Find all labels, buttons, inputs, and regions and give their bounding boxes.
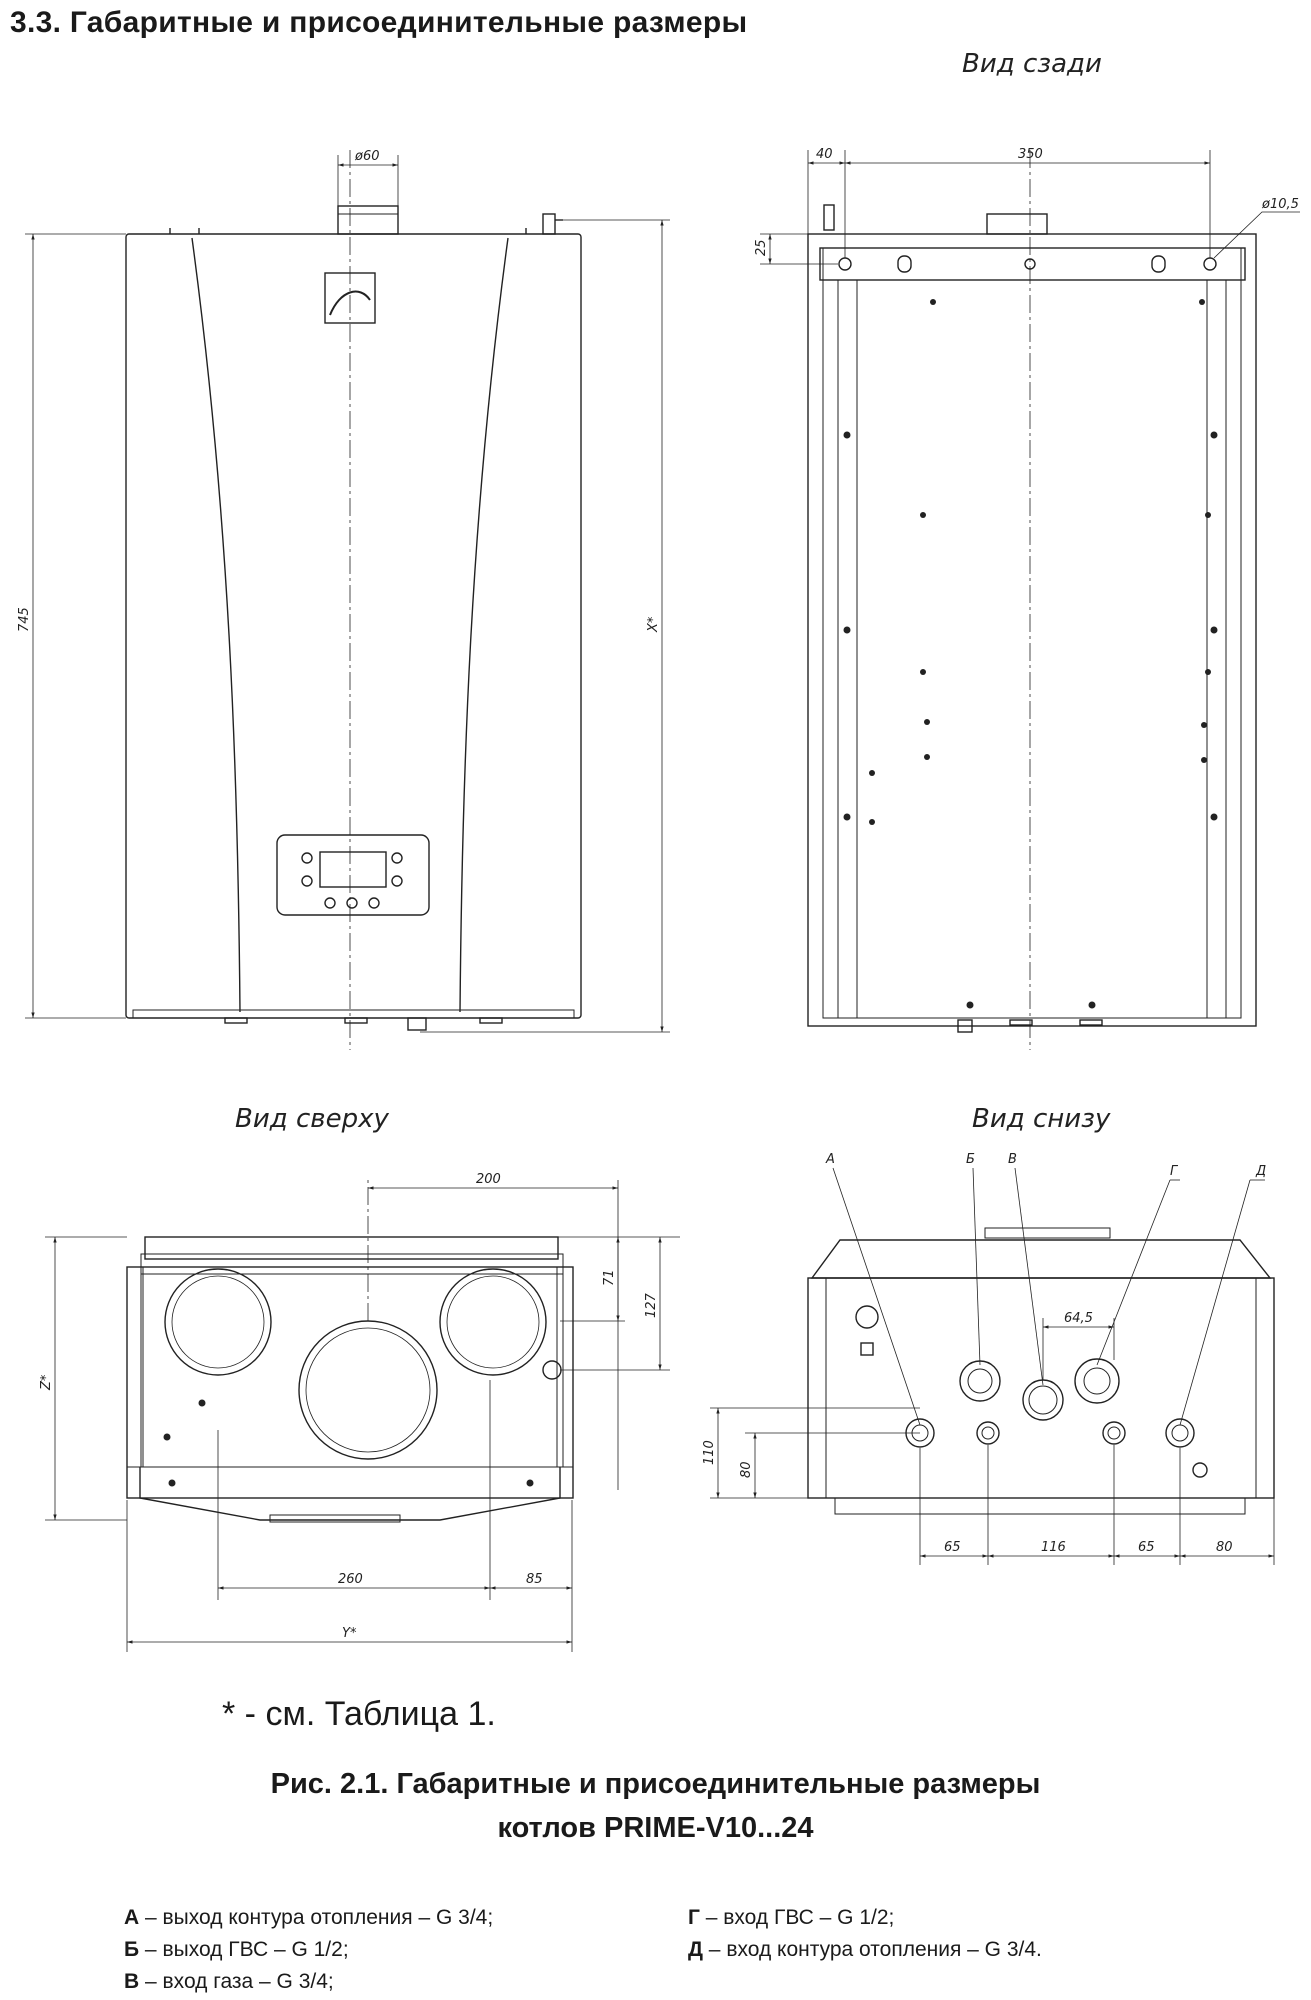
dim-rear-25: 25	[754, 239, 769, 256]
rear-view	[760, 150, 1300, 1050]
legend-left: А – выход контура отопления – G 3/4; Б –…	[124, 1902, 493, 1998]
dim-top-z: Z*	[39, 1374, 54, 1391]
legend-item: Д – вход контура отопления – G 3/4.	[688, 1938, 1042, 1961]
bottom-view	[710, 1167, 1275, 1565]
view-label-rear: Вид сзади	[962, 49, 1102, 79]
dim-bot-110: 110	[702, 1440, 717, 1465]
dim-top-260: 260	[338, 1572, 363, 1587]
dim-rear-350: 350	[1018, 147, 1043, 162]
footnote: * - см. Таблица 1.	[222, 1695, 496, 1733]
legend-item: Г – вход ГВС – G 1/2;	[688, 1906, 895, 1929]
dim-bot-65b: 65	[1138, 1540, 1155, 1555]
legend-item: Б – выход ГВС – G 1/2;	[124, 1938, 349, 1961]
dim-front-pipe: ø60	[354, 149, 380, 164]
figure-caption-line1: Рис. 2.1. Габаритные и присоединительные…	[270, 1768, 1041, 1800]
dim-top-85: 85	[526, 1572, 543, 1587]
label-connection-d: Д	[1255, 1164, 1266, 1179]
dim-top-200: 200	[476, 1172, 501, 1187]
legend-right: Г – вход ГВС – G 1/2; Д – вход контура о…	[688, 1902, 1042, 1966]
section-title: 3.3. Габаритные и присоединительные разм…	[10, 6, 748, 39]
dim-bot-65a: 65	[944, 1540, 961, 1555]
dim-bot-116: 116	[1041, 1540, 1066, 1555]
dim-bot-80h: 80	[1216, 1540, 1233, 1555]
dim-top-127: 127	[644, 1292, 659, 1318]
front-view	[25, 150, 670, 1050]
dim-rear-hole: ø10,5	[1261, 197, 1299, 212]
dim-front-height: 745	[17, 607, 32, 632]
label-connection-v: В	[1008, 1152, 1017, 1167]
label-connection-a: А	[825, 1152, 835, 1167]
label-connection-g: Г	[1170, 1164, 1179, 1179]
label-connection-b: Б	[966, 1152, 975, 1167]
rear-holes	[843, 299, 1218, 1009]
dim-front-x: X*	[646, 616, 661, 633]
dim-bot-80v: 80	[739, 1461, 754, 1478]
legend-item: А – выход контура отопления – G 3/4;	[124, 1906, 494, 1929]
dim-rear-40: 40	[816, 147, 833, 162]
legend-item: В – вход газа – G 3/4;	[124, 1970, 334, 1993]
top-holes	[163, 1399, 534, 1487]
view-label-bottom: Вид снизу	[972, 1104, 1111, 1134]
dim-top-71: 71	[602, 1269, 617, 1286]
top-view	[45, 1180, 680, 1652]
dim-bot-64-5: 64,5	[1064, 1311, 1093, 1326]
dim-top-y: Y*	[342, 1626, 357, 1641]
view-label-top: Вид сверху	[235, 1104, 389, 1134]
figure-caption-line2: котлов PRIME-V10...24	[497, 1812, 814, 1844]
